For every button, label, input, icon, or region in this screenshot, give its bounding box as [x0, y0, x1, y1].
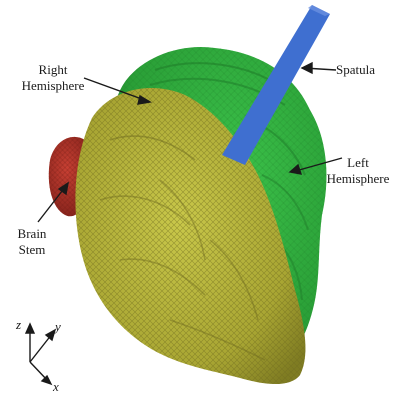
x-axis-label: x [53, 380, 59, 393]
coordinate-axes [26, 324, 55, 384]
left-hemisphere-label-line1: Left [320, 155, 396, 171]
left-hemisphere-label-line2: Hemisphere [320, 171, 396, 187]
brain-stem-label-line2: Stem [4, 242, 60, 258]
y-axis-label: y [55, 320, 61, 333]
y-axis-arrow [30, 330, 55, 362]
z-axis-arrow [26, 324, 34, 362]
brain-stem-label-line1: Brain [4, 226, 60, 242]
right-hemisphere-label-line1: Right [8, 62, 98, 78]
spatula-label: Spatula [336, 62, 396, 78]
left-hemisphere-label: Left Hemisphere [320, 155, 396, 187]
x-axis-arrow [30, 362, 51, 384]
brain-stem-label: Brain Stem [4, 226, 60, 258]
spatula-leader [302, 63, 336, 73]
right-hemisphere-label-line2: Hemisphere [8, 78, 98, 94]
right-hemisphere-label: Right Hemisphere [8, 62, 98, 94]
z-axis-label: z [16, 318, 21, 331]
spatula-label-text: Spatula [336, 62, 396, 78]
